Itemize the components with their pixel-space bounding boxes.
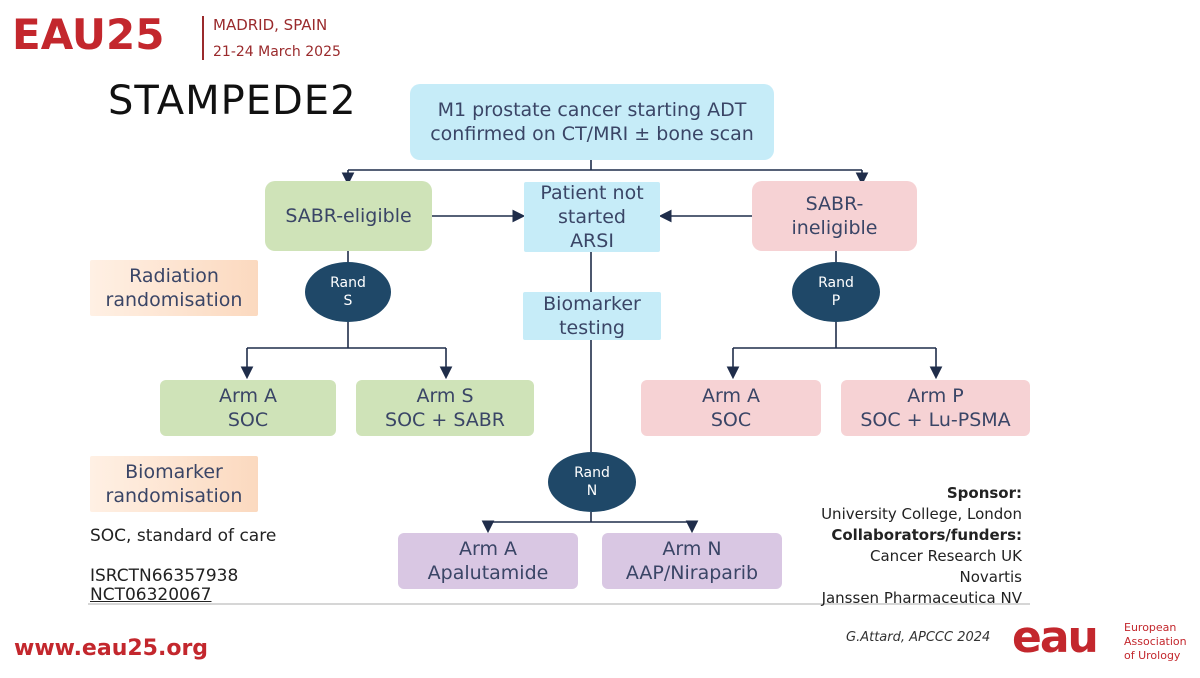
arm-a-soc-left-box: Arm A SOC [160,380,336,436]
footer-website-link[interactable]: www.eau25.org [14,636,209,661]
citation: G.Attard, APCCC 2024 [846,630,991,645]
sabr-ineligible-box: SABR- ineligible [752,181,917,251]
population-line1: M1 prostate cancer starting ADT [437,99,747,121]
arm-a-left-line1: Arm A [218,385,278,407]
biomarker-testing-line1: Biomarker [543,293,641,315]
radiation-line2: randomisation [105,289,243,311]
not-started-arsi-box: Patient not started ARSI [524,182,660,252]
rand-p-oval: Rand P [792,262,880,322]
population-box: M1 prostate cancer starting ADT confirme… [410,84,774,160]
rand-p-line2: P [831,293,841,309]
sabr-ineligible-line2: ineligible [791,217,878,239]
rand-p-line1: Rand [818,275,854,291]
arm-p-line2: SOC + Lu-PSMA [860,409,1011,431]
arm-s-line2: SOC + SABR [385,409,505,431]
arm-s-box: Arm S SOC + SABR [356,380,534,436]
arm-a-bottom-line1: Arm A [458,538,518,560]
eau-org-name: European Association of Urology [1124,621,1187,663]
sponsor-name: University College, London [821,505,1022,523]
biomarker-testing-line2: testing [559,317,625,339]
rand-s-oval: Rand S [305,262,391,322]
rand-n-oval: Rand N [548,452,636,512]
arm-n-box: Arm N AAP/Niraparib [602,533,782,589]
biomarker-rand-line1: Biomarker [125,461,223,483]
arm-a-apalutamide-box: Arm A Apalutamide [398,533,578,589]
biomarker-testing-box: Biomarker testing [523,292,661,340]
page-title: STAMPEDE2 [108,78,357,124]
sabr-eligible-label: SABR-eligible [285,205,412,227]
arm-a-soc-right-box: Arm A SOC [641,380,821,436]
rand-n-line2: N [586,483,598,499]
sabr-eligible-box: SABR-eligible [265,181,432,251]
arm-a-left-line2: SOC [227,409,269,431]
collaborators-label: Collaborators/funders: [831,526,1022,544]
org-line3: of Urology [1124,649,1181,662]
header-divider [202,16,204,60]
not-started-line2: started [557,206,626,228]
arm-a-right-line2: SOC [710,409,752,431]
not-started-line1: Patient not [540,182,644,204]
arm-a-bottom-line2: Apalutamide [427,562,549,584]
rand-n-line1: Rand [574,465,610,481]
sponsor-block: Sponsor: University College, London Coll… [821,483,1022,609]
sponsor-label: Sponsor: [946,484,1022,502]
arm-n-line2: AAP/Niraparib [625,562,759,584]
isrctn-id: ISRCTN66357938 [90,566,239,586]
biomarker-rand-line2: randomisation [105,485,243,507]
collaborator-2: Novartis [959,568,1023,586]
radiation-randomisation-label: Radiation randomisation [90,260,258,316]
soc-footnote: SOC, standard of care [90,526,277,546]
arm-s-line1: Arm S [416,385,474,407]
org-line2: Association [1124,635,1187,648]
collaborator-3: Janssen Pharmaceutica NV [821,589,1022,607]
header-location: MADRID, SPAIN [213,16,328,34]
collaborator-1: Cancer Research UK [870,547,1022,565]
rand-s-line2: S [343,293,353,309]
biomarker-randomisation-label: Biomarker randomisation [90,456,258,512]
radiation-line1: Radiation [129,265,219,287]
header-dates: 21-24 March 2025 [213,44,341,60]
eau25-logo: EAU25 [12,10,165,59]
nct-link[interactable]: NCT06320067 [90,585,212,605]
arm-p-line1: Arm P [907,385,964,407]
arm-p-box: Arm P SOC + Lu-PSMA [841,380,1030,436]
sabr-ineligible-line1: SABR- [805,193,864,215]
population-line2: confirmed on CT/MRI ± bone scan [430,123,754,145]
arm-n-line1: Arm N [662,538,722,560]
arm-a-right-line1: Arm A [701,385,761,407]
eau-logo-mark: eau [1012,612,1099,663]
rand-s-line1: Rand [330,275,366,291]
org-line1: European [1124,621,1177,634]
not-started-line3: ARSI [570,230,614,252]
